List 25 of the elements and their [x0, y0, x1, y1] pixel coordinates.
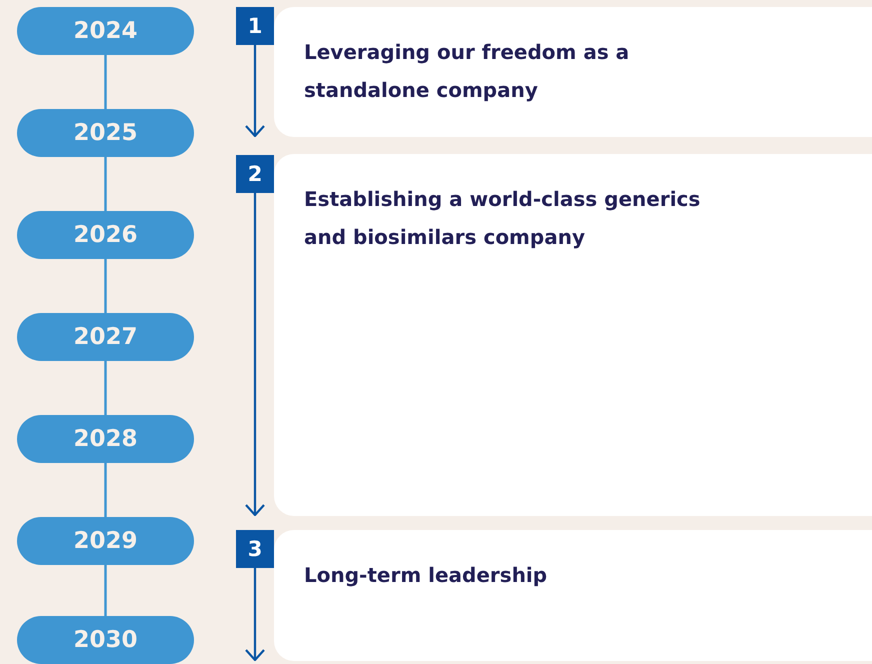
- step-number-badge: 1: [236, 7, 274, 45]
- step-number-badge: 3: [236, 530, 274, 568]
- phase-card: [274, 7, 872, 137]
- connector-line: [104, 463, 107, 517]
- arrow: [244, 45, 266, 138]
- step-number-badge: 2: [236, 155, 274, 193]
- phase-title: Leveraging our freedom as a standalone company: [304, 39, 630, 104]
- connector-line: [104, 565, 107, 616]
- year-pill: 2025: [17, 109, 194, 157]
- connector-line: [104, 157, 107, 211]
- arrow: [244, 193, 266, 516]
- connector-line: [104, 361, 107, 415]
- year-pill: 2028: [17, 415, 194, 463]
- year-pill: 2026: [17, 211, 194, 259]
- arrow: [244, 568, 266, 662]
- year-pill: 2030: [17, 616, 194, 664]
- phase-card: [274, 530, 872, 661]
- phase-card: [274, 154, 872, 516]
- year-pill: 2027: [17, 313, 194, 361]
- phase-title: Long-term leadership: [304, 562, 548, 589]
- phase-title: Establishing a world-class generics and biosimilars company: [304, 186, 702, 251]
- connector-line: [104, 259, 107, 313]
- year-pill: 2024: [17, 7, 194, 55]
- year-pill: 2029: [17, 517, 194, 565]
- connector-line: [104, 55, 107, 109]
